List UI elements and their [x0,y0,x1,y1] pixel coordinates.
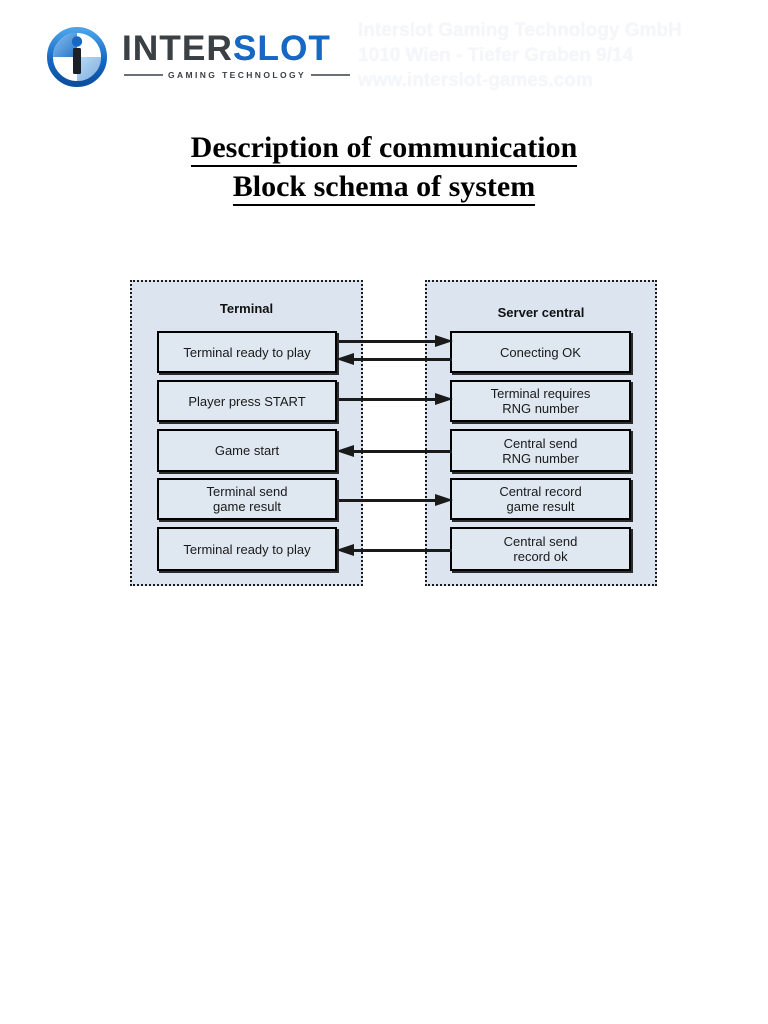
arrow-shaft [339,499,437,502]
arrow-terminal-to-server-3 [339,494,453,507]
node-central-send-rng-label-2: RNG number [502,450,579,466]
node-terminal-ready-2: Terminal ready to play [157,527,337,571]
arrow-shaft [339,398,437,401]
node-central-send-record-ok-label-2: record ok [513,549,568,564]
arrow-terminal-to-server-1 [339,335,453,348]
node-central-record-result-label-1: Central record [499,484,582,499]
node-terminal-requires-rng: Terminal requires RNG number [450,380,631,422]
panel-terminal-title: Terminal [219,301,274,316]
arrow-server-to-terminal-2 [336,445,452,458]
node-terminal-ready-1-label: Terminal ready to play [183,344,311,360]
node-terminal-requires-rng-label-2: RNG number [502,401,579,416]
interslot-wordmark: INTERSLOT GAMING TECHNOLOGY [122,29,351,86]
node-central-send-rng: Central send RNG number [450,429,631,472]
arrow-server-to-terminal-1 [336,353,452,366]
node-central-send-record-ok-label-1: Central send [503,534,578,549]
logo-word-dark: INTER [122,29,233,68]
node-central-record-result-label-2: game result [506,499,575,514]
arrow-shaft [352,450,452,453]
page-title-line-1: Description of communication [190,131,578,167]
node-player-press-start: Player press START [157,380,337,422]
arrow-shaft [352,358,452,361]
logo-tagline: GAMING TECHNOLOGY [167,70,307,80]
page-header: INTERSLOT GAMING TECHNOLOGY Interslot Ga… [0,0,768,120]
page-title: Description of communication Block schem… [0,131,768,206]
arrow-shaft [352,549,452,552]
node-terminal-send-result: Terminal send game result [157,478,337,520]
node-terminal-ready-1: Terminal ready to play [157,331,337,373]
arrow-shaft [339,340,437,343]
arrow-head-right-icon [435,393,453,405]
arrow-terminal-to-server-2 [339,393,453,406]
node-game-start: Game start [157,429,337,472]
node-terminal-ready-2-label: Terminal ready to play [183,541,311,557]
panel-server-central-title: Server central [497,305,585,320]
arrow-head-left-icon [336,353,354,365]
node-terminal-send-result-label-1: Terminal send [206,484,288,499]
logo-word-blue: SLOT [233,29,332,68]
node-game-start-label: Game start [214,443,280,458]
watermark-line-company: Interslot Gaming Technology GmbH [358,20,682,41]
arrow-head-left-icon [336,544,354,556]
node-terminal-send-result-label-2: game result [213,499,281,514]
node-player-press-start-label: Player press START [188,393,306,409]
node-terminal-requires-rng-label-1: Terminal requires [490,386,591,401]
logo-rule-right [311,74,351,76]
node-conecting-ok-label: Conecting OK [500,344,581,360]
watermark-line-website: www.interslot-games.com [358,70,593,91]
company-address-watermark: Interslot Gaming Technology GmbH 1010 Wi… [358,18,750,93]
arrow-head-left-icon [336,445,354,457]
node-central-send-rng-label-1: Central send [503,435,578,451]
node-central-record-result: Central record game result [450,478,631,520]
arrow-head-right-icon [435,335,453,347]
interslot-logo: INTERSLOT GAMING TECHNOLOGY [46,26,351,88]
node-central-send-record-ok: Central send record ok [450,527,631,571]
arrow-head-right-icon [435,494,453,506]
interslot-logo-mark-icon [47,27,107,87]
arrow-server-to-terminal-3 [336,544,452,557]
logo-rule-left [124,74,163,76]
node-conecting-ok: Conecting OK [450,331,631,373]
watermark-line-address: 1010 Wien - Tiefer Graben 9/14 [358,45,634,66]
logo-tagline-row: GAMING TECHNOLOGY [124,70,351,80]
page-title-line-2: Block schema of system [232,170,536,206]
